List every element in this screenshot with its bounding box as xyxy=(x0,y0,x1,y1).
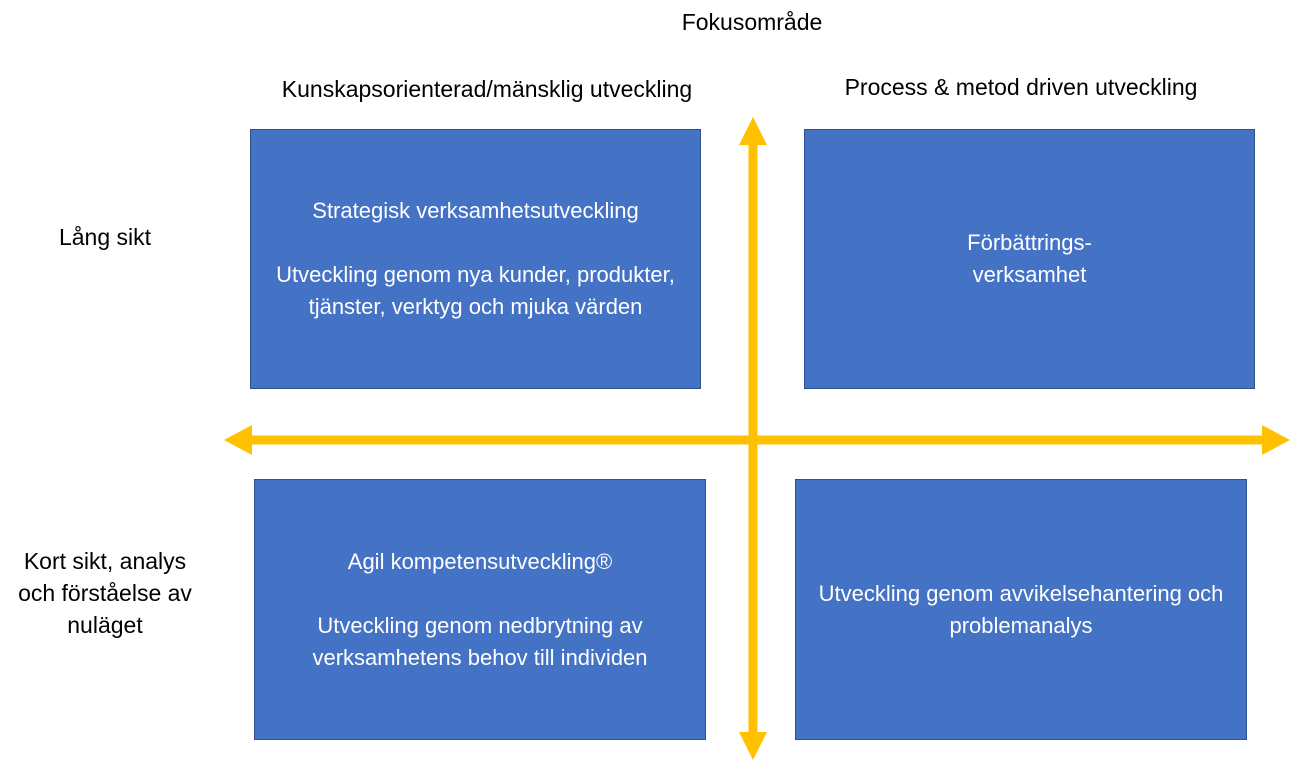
quadrant-top-right-description: Förbättrings-verksamhet xyxy=(967,230,1092,287)
vertical-axis-arrow xyxy=(739,117,767,760)
quadrant-bottom-right: Utveckling genom avvikelsehantering och … xyxy=(795,479,1247,740)
quadrant-top-left-description: Utveckling genom nya kunder, produkter, … xyxy=(276,262,675,319)
row-label-top: Lång sikt xyxy=(58,224,152,250)
quadrant-top-right: Förbättrings-verksamhet xyxy=(804,129,1255,389)
focus-area-title: Fokusområde xyxy=(681,9,823,35)
quadrant-bottom-right-description: Utveckling genom avvikelsehantering och … xyxy=(818,580,1224,638)
quadrant-top-left: Strategisk verksamhetsutveckling Utveckl… xyxy=(250,129,701,389)
quadrant-bottom-left-description: Utveckling genom nedbrytning av verksamh… xyxy=(312,612,648,670)
quadrant-bottom-left: Agil kompetensutveckling® Utveckling gen… xyxy=(254,479,706,740)
row-label-bottom: Kort sikt, analys och förståelse av nulä… xyxy=(18,548,192,638)
column-label-left: Kunskapsorienterad/mänsklig utveckling xyxy=(281,76,693,102)
column-label-right: Process & metod driven utveckling xyxy=(844,74,1198,100)
quadrant-bottom-left-title: Agil kompetensutveckling® xyxy=(347,548,613,574)
quadrant-top-left-title: Strategisk verksamhetsutveckling xyxy=(312,198,639,223)
